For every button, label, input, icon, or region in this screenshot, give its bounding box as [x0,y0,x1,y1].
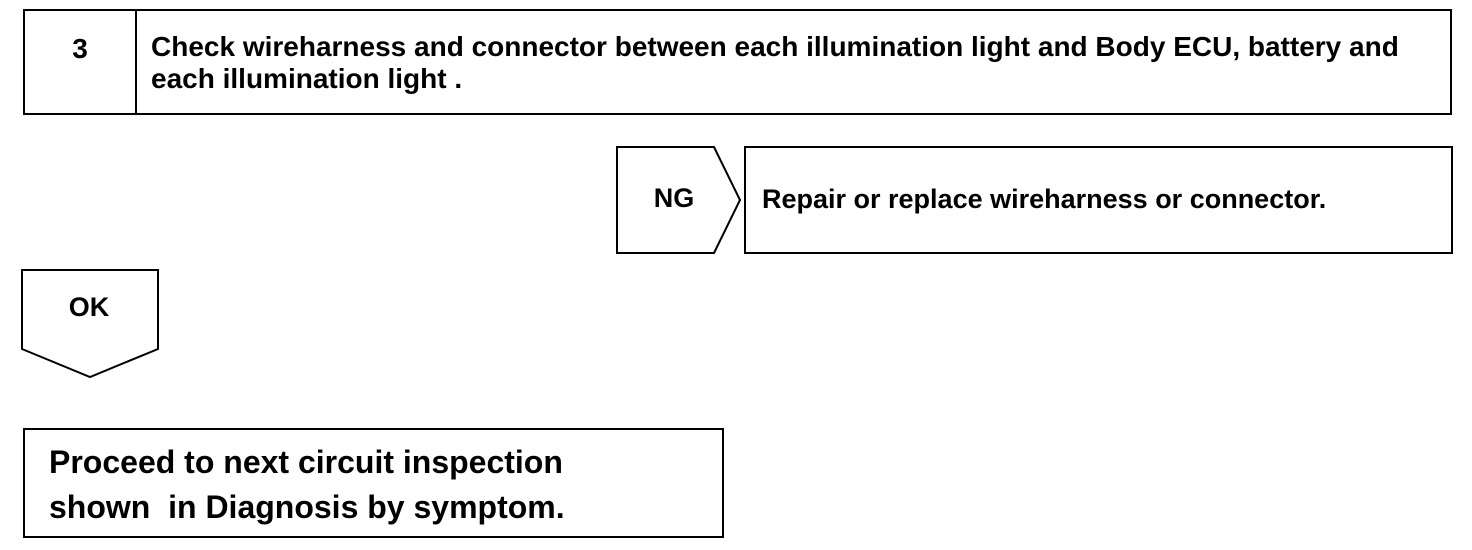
step-box: 3 Check wireharness and connector betwee… [23,9,1452,115]
ng-label: NG [653,183,695,213]
repair-action-text: Repair or replace wireharness or connect… [762,184,1327,214]
step-number: 3 [72,33,88,64]
ok-arrow-shape [21,269,159,379]
proceed-line-2: shown in Diagnosis by symptom. [49,489,565,525]
step-description: Check wireharness and connector between … [151,31,1399,94]
proceed-line-1: Proceed to next circuit inspection [49,444,563,480]
proceed-text: Proceed to next circuit inspection shown… [49,440,709,530]
step-number-cell: 3 [25,11,137,113]
ng-arrow-shape [616,146,742,254]
repair-action-box: Repair or replace wireharness or connect… [744,146,1453,254]
proceed-box: Proceed to next circuit inspection shown… [23,428,724,538]
ok-label: OK [68,292,110,322]
